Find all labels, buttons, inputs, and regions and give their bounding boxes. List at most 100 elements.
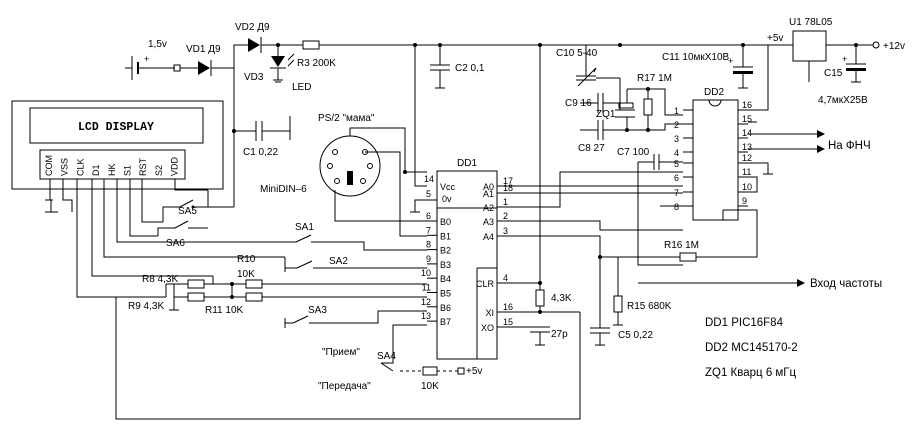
- dd1-pin-b7: B7: [440, 317, 451, 327]
- dd2-pin-num: 11: [742, 167, 751, 177]
- zq1-label: ZQ1: [596, 109, 616, 120]
- dd1-pin-xo: XO: [481, 323, 494, 333]
- dd1-pin-num: 2: [503, 211, 508, 221]
- dd1-pin-b5: B5: [440, 289, 451, 299]
- notes: DD1 PIC16F84 DD2 MC145170-2 ZQ1 Кварц 6 …: [705, 317, 798, 379]
- r11-label: R11 10K: [205, 305, 244, 316]
- dd2-pin-num: 3: [674, 134, 679, 144]
- dd1-pin-num: 16: [503, 302, 513, 312]
- lcd-title: LCD DISPLAY: [78, 121, 154, 134]
- svg-text:+: +: [144, 54, 149, 64]
- dd1-pin-a1: A1: [483, 189, 494, 199]
- dd2-pin-num: 13: [742, 142, 752, 152]
- vd3-label: VD3: [244, 72, 264, 83]
- c15-label: C15: [824, 68, 843, 79]
- sa4-r-value: 10K: [421, 381, 439, 392]
- dd1-pin-num: 17: [503, 176, 513, 186]
- priem-label: "Прием": [322, 347, 360, 358]
- c15-value: 4,7мкX25B: [818, 95, 868, 106]
- lcd-pin-rst: RST: [138, 157, 148, 176]
- plus12-label: +12v: [883, 41, 905, 52]
- dd1-pin-num: 12: [421, 297, 431, 307]
- dd2-pin-num: 9: [742, 196, 747, 206]
- r10-label: R10: [237, 254, 256, 265]
- dd2-name: DD2: [704, 87, 724, 98]
- dd1-pin-num: 15: [503, 317, 513, 327]
- dd1-pin-num: 13: [421, 311, 431, 321]
- r3-label: R3 200K: [297, 58, 336, 69]
- sa3-label: SA3: [308, 305, 327, 316]
- r-43k-label: 4,3K: [551, 293, 572, 304]
- vd1-label: VD1 Д9: [186, 44, 221, 55]
- dd1-name: DD1: [457, 158, 477, 169]
- dd1-pin-a0: A0: [483, 182, 494, 192]
- c2-label: C2 0,1: [455, 63, 485, 74]
- c5-label: C5 0,22: [618, 330, 653, 341]
- ps2-connector: [319, 135, 381, 197]
- battery-label: 1,5v: [148, 39, 167, 50]
- dd1-pin-b2: B2: [440, 246, 451, 256]
- plus5-label: +5v: [767, 33, 783, 44]
- sa4-label: SA4: [377, 351, 396, 362]
- dd1-pin-a4: A4: [483, 232, 494, 242]
- lcd-pin-s1: S1: [123, 165, 133, 176]
- vhod-label: Вход частоты: [810, 278, 882, 290]
- dd2-pin-num: 8: [674, 202, 679, 212]
- c10-label: C10 5-40: [556, 48, 598, 59]
- r16-label: R16 1M: [664, 240, 699, 251]
- peredacha-label: "Передача": [318, 381, 371, 392]
- dd2-pin-num: 7: [674, 188, 679, 198]
- c9-label: C9 16: [565, 98, 592, 109]
- sa6-label: SA6: [166, 238, 185, 249]
- sa2-label: SA2: [329, 256, 348, 267]
- dd2-pin-num: 14: [742, 128, 752, 138]
- dd1-gnd-pin: 5: [426, 189, 431, 199]
- dd1-pin-num: 11: [422, 283, 431, 293]
- sa4-plus5: +5v: [466, 366, 482, 377]
- svg-text:+: +: [728, 56, 733, 66]
- dd1-pin-b4: B4: [440, 274, 451, 284]
- dd1-right-wiring: 4,3K 27p R15 680K C5 0,22: [517, 45, 683, 346]
- lcd-pin-clk: CLK: [75, 158, 85, 176]
- dd1-pin-a2: A2: [483, 203, 494, 213]
- lcd-connector: [39, 149, 186, 180]
- dd1-pin-num: 1: [503, 197, 508, 207]
- lcd-pin-d1: D1: [91, 164, 101, 176]
- c1-label: C1 0,22: [243, 147, 278, 158]
- dd1-pin-clr: CLR: [476, 279, 495, 289]
- dd2-pin-num: 15: [742, 114, 752, 124]
- dd1-pin-xi: XI: [485, 308, 494, 318]
- lcd-pin-s2: S2: [154, 165, 164, 176]
- dd2-pin-num: 10: [742, 182, 752, 192]
- c27p-label: 27p: [551, 329, 568, 340]
- dd1-pin-num: 9: [426, 254, 431, 264]
- minidin-label: MiniDIN–6: [260, 184, 307, 195]
- dd2-pin-num: 2: [674, 120, 679, 130]
- r9-label: R9 4,3K: [128, 301, 164, 312]
- dd1-pin-b0: B0: [440, 217, 451, 227]
- lcd-screen: [29, 107, 204, 144]
- led-label: LED: [292, 82, 311, 93]
- dd1-pin-num: 7: [426, 225, 431, 235]
- sa1-label: SA1: [295, 222, 314, 233]
- lcd-wiring: [45, 179, 290, 298]
- dd2-pin-num: 5: [674, 159, 679, 169]
- dd2-pin-num: 4: [674, 148, 679, 158]
- oscillator-section: C10 5-40 C9 16 ZQ1 R17 1M C8 27 C7 100: [556, 45, 882, 290]
- dd1-pin-num: 10: [421, 268, 431, 278]
- na-fnch-label: На ФНЧ: [828, 140, 871, 152]
- note-dd1: DD1 PIC16F84: [705, 317, 784, 329]
- dd1-pin-b6: B6: [440, 303, 451, 313]
- dd1-vcc: Vcc: [440, 182, 456, 192]
- vd2-label: VD2 Д9: [235, 22, 270, 33]
- power-section: 1,5v + VD1 Д9 VD2 Д9 R3 200K VD3 LED: [125, 17, 905, 187]
- ps2-label: PS/2 "мама": [318, 113, 375, 124]
